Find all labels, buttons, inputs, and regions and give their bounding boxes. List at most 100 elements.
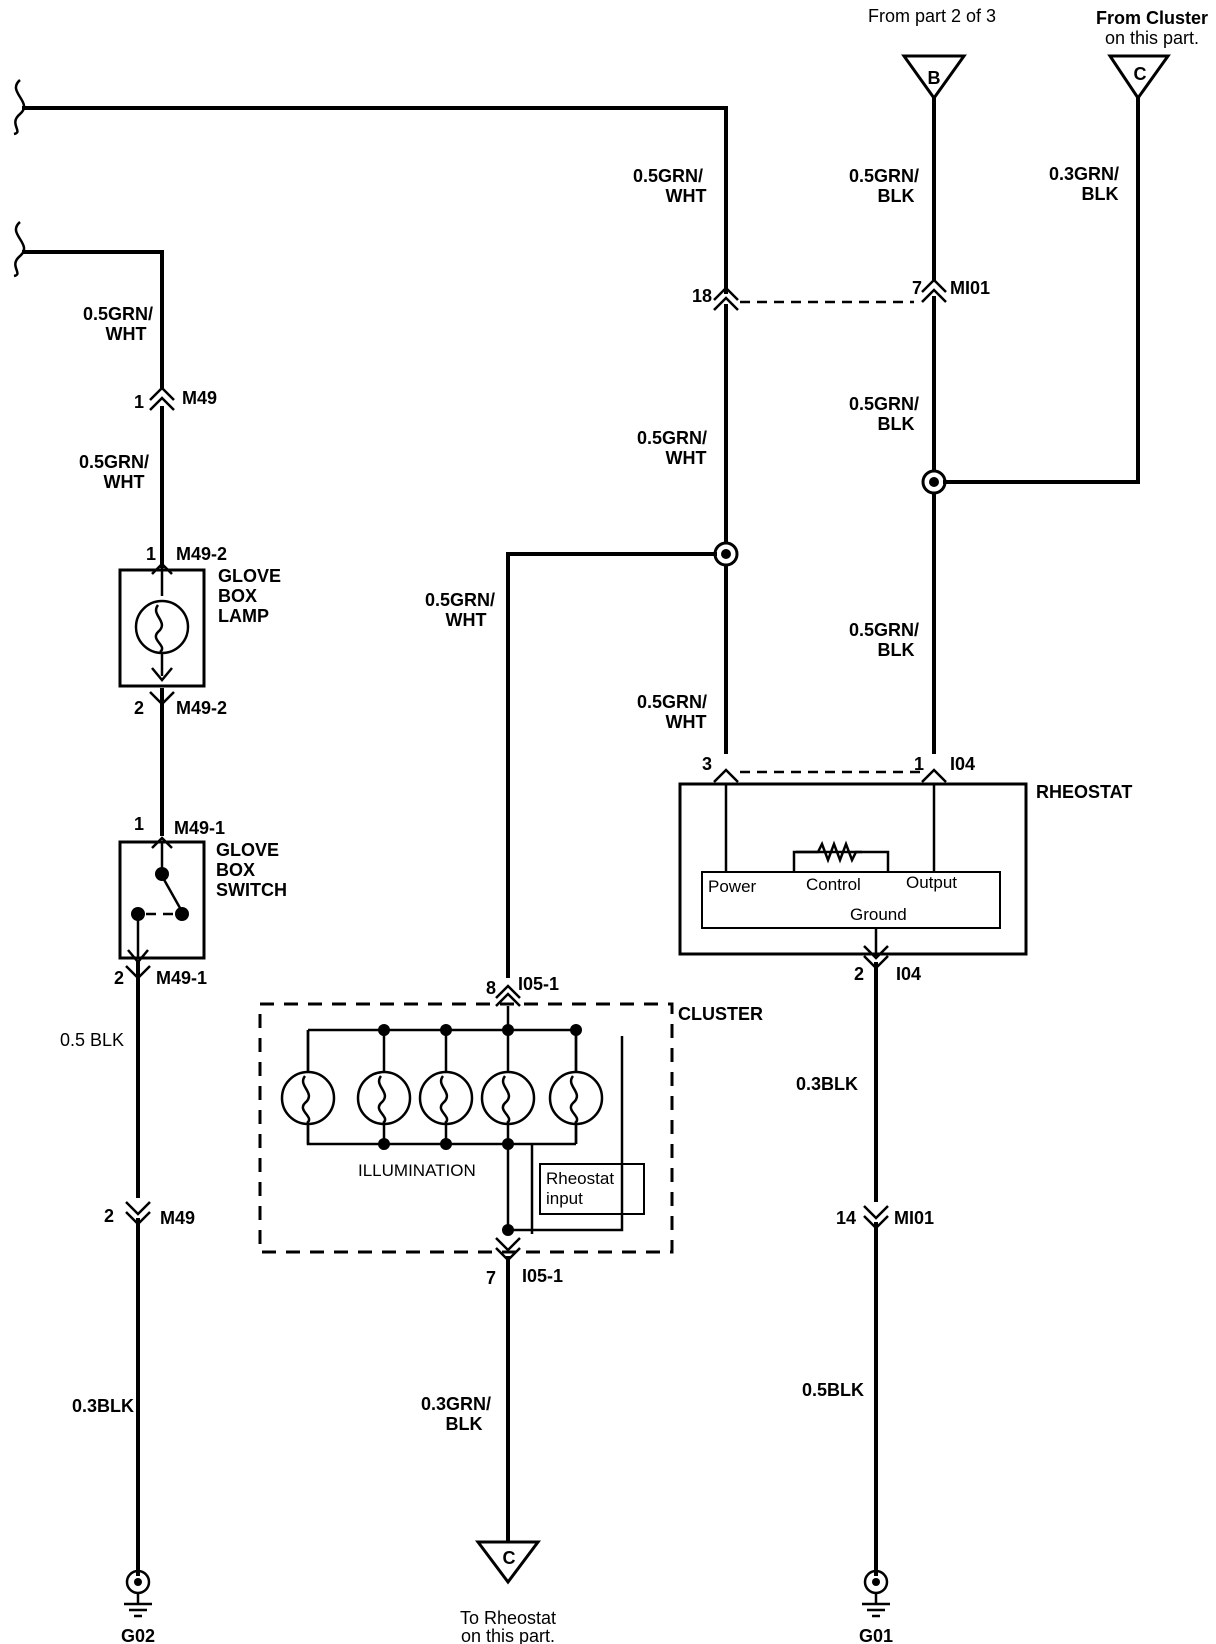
- wire-label-mid-4b: WHT: [666, 712, 707, 732]
- rheostat-control-link: [792, 850, 890, 872]
- connector-m49-pin1-symbol: [149, 386, 175, 411]
- glove-box-switch-label-1: GLOVE: [216, 840, 279, 860]
- connector-mi01-pin7: 7: [912, 278, 922, 298]
- connector-mi01-pin7-symbol: [921, 278, 947, 303]
- rheostat-ground-label: Ground: [850, 905, 907, 924]
- wire-label-right-blk-05: 0.5BLK: [802, 1380, 864, 1400]
- wire-cluster-feed: [943, 96, 1140, 484]
- connector-m49-top: M49: [182, 388, 217, 408]
- offpage-c-bottom-letter: C: [503, 1548, 516, 1568]
- note-from-cluster-line1: From Cluster: [1096, 8, 1208, 28]
- connector-i04-pin3-symbol: [713, 768, 739, 783]
- wire-break-mark-left: [13, 221, 26, 278]
- wire-label-right-3a: 0.5GRN/: [849, 394, 919, 414]
- offpage-c-top-letter: C: [1134, 64, 1147, 84]
- wire-label-mid-1b: WHT: [666, 186, 707, 206]
- offpage-c-bottom: [475, 1540, 541, 1585]
- note-from-cluster-line2: on this part.: [1105, 28, 1199, 48]
- connector-m49-1-bottom: M49-1: [156, 968, 207, 988]
- wire-label-right-2a: 0.3GRN/: [1049, 164, 1119, 184]
- wire-label-mid-3b: WHT: [446, 610, 487, 630]
- connector-mi01-pin18: 18: [692, 286, 712, 306]
- wire-break-mark-top: [13, 79, 26, 136]
- connector-mi01-pin18-symbol: [713, 286, 739, 311]
- wire-label-left-2b: WHT: [104, 472, 145, 492]
- glove-box-lamp-label-1: GLOVE: [218, 566, 281, 586]
- wire-label-right-3b: BLK: [878, 414, 915, 434]
- wire-label-mid-2a: 0.5GRN/: [637, 428, 707, 448]
- connector-m49-1-pin2: 2: [114, 968, 124, 988]
- glove-box-lamp-label-3: LAMP: [218, 606, 269, 626]
- wire-label-left-blk-03: 0.3BLK: [72, 1396, 134, 1416]
- rheostat-resistor-symbol: [796, 840, 862, 864]
- glove-box-lamp-label-2: BOX: [218, 586, 257, 606]
- wire-label-right-2b: BLK: [1082, 184, 1119, 204]
- offpage-b: [901, 54, 967, 101]
- switch-contact-left: [131, 907, 145, 921]
- wire-label-mid-3a: 0.5GRN/: [425, 590, 495, 610]
- connector-i05-pin8: 8: [486, 978, 496, 998]
- connector-i05-pin7: 7: [486, 1268, 496, 1288]
- connector-m49-bottom: M49: [160, 1208, 195, 1228]
- wire-label-left-1a: 0.5GRN/: [83, 304, 153, 324]
- offpage-c-top: [1107, 54, 1171, 101]
- wire-label-right-1b: BLK: [878, 186, 915, 206]
- connector-m49-2-top: M49-2: [176, 544, 227, 564]
- wire-label-mid-5a: 0.3GRN/: [421, 1394, 491, 1414]
- cluster-rheostat-input-label-2: input: [546, 1189, 583, 1208]
- right-circuit: [678, 54, 1171, 1618]
- ground-g01-label: G01: [859, 1626, 893, 1644]
- connector-i04-pin1: 1: [914, 754, 924, 774]
- wire-label-left-2a: 0.5GRN/: [79, 452, 149, 472]
- connector-mi01-bottom: MI01: [894, 1208, 934, 1228]
- connector-m49-2-pin1: 1: [146, 544, 156, 564]
- switch-contact-top: [155, 867, 169, 881]
- rheostat-control-label: Control: [806, 875, 861, 894]
- wire-label-right-4a: 0.5GRN/: [849, 620, 919, 640]
- wire-label-right-1a: 0.5GRN/: [849, 166, 919, 186]
- connector-i04-bottom: I04: [896, 964, 921, 984]
- switch-contact-right: [175, 907, 189, 921]
- cluster-box: [258, 1002, 674, 1254]
- wire-label-left-blk: 0.5 BLK: [60, 1030, 124, 1050]
- offpage-b-letter: B: [928, 68, 941, 88]
- rheostat-inner-module: [701, 871, 1001, 929]
- wire-label-mid-1a: 0.5GRN/: [633, 166, 703, 186]
- wire-glove-feed: [22, 250, 164, 388]
- middle-circuit: [258, 286, 914, 1585]
- rheostat-power-label: Power: [708, 877, 757, 896]
- wire-label-right-4b: BLK: [878, 640, 915, 660]
- glove-box-circuit: [13, 79, 728, 1618]
- wire-label-mid-2b: WHT: [666, 448, 707, 468]
- wire-label-mid-5b: BLK: [446, 1414, 483, 1434]
- cluster-illumination-label: ILLUMINATION: [358, 1161, 476, 1180]
- wire-to-cluster: [506, 552, 717, 978]
- rheostat-output-label: Output: [906, 873, 957, 892]
- connector-i05-pin8-symbol: [495, 984, 521, 1007]
- connector-i04-pin3: 3: [702, 754, 712, 774]
- switch-blade: [160, 875, 182, 909]
- connector-i04-pin1-symbol: [921, 768, 947, 783]
- cluster-rheostat-input-label-1: Rheostat: [546, 1169, 614, 1188]
- connector-mi01-pin14: 14: [836, 1208, 856, 1228]
- connector-i04-top: I04: [950, 754, 975, 774]
- wire-label-mid-4a: 0.5GRN/: [637, 692, 707, 712]
- ground-g02-label: G02: [121, 1626, 155, 1644]
- connector-i05-top: I05-1: [518, 974, 559, 994]
- connector-m49-2-pin2: 2: [134, 698, 144, 718]
- connector-i05-bottom: I05-1: [522, 1266, 563, 1286]
- wire-label-right-blk-03: 0.3BLK: [796, 1074, 858, 1094]
- connector-m49-pin2: 2: [104, 1206, 114, 1226]
- connector-m49-pin1: 1: [134, 392, 144, 412]
- glove-box-switch-label-3: SWITCH: [216, 880, 287, 900]
- wire-top-grn-wht: [22, 106, 728, 294]
- note-to-rheostat-line1: To Rheostat: [460, 1608, 556, 1628]
- rheostat-box: [678, 782, 1028, 956]
- connector-m49-2-bottom: M49-2: [176, 698, 227, 718]
- cluster-title: CLUSTER: [678, 1004, 763, 1024]
- connector-m49-1-top: M49-1: [174, 818, 225, 838]
- glove-box-switch-label-2: BOX: [216, 860, 255, 880]
- connector-i04-pin2: 2: [854, 964, 864, 984]
- wire-label-left-1b: WHT: [106, 324, 147, 344]
